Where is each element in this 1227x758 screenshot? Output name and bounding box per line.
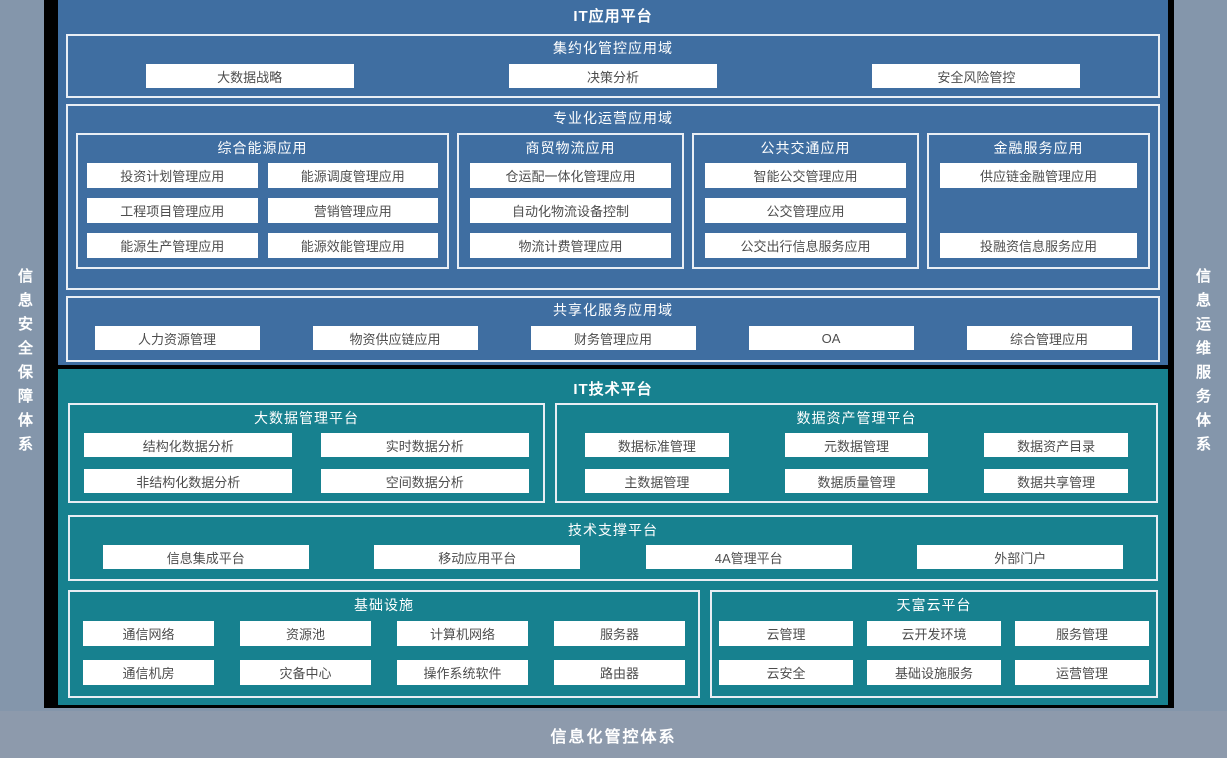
domain-groups: 综合能源应用 投资计划管理应用 能源调度管理应用 工程项目管理应用 营销管理应用… bbox=[68, 130, 1158, 269]
domain-items: 人力资源管理 物资供应链应用 财务管理应用 OA 综合管理应用 bbox=[68, 326, 1158, 350]
tech-block: 路由器 bbox=[553, 660, 686, 685]
group-items: 云管理 云开发环境 服务管理 云安全 基础设施服务 运营管理 bbox=[712, 618, 1156, 685]
governance-system-label: 信息化管控体系 bbox=[550, 728, 677, 746]
app-block: 物流计费管理应用 bbox=[470, 233, 671, 258]
tech-block: 基础设施服务 bbox=[867, 660, 1001, 685]
domain-intensive-control: 集约化管控应用域 大数据战略 决策分析 安全风险管控 bbox=[66, 34, 1160, 98]
group-data-asset-platform: 数据资产管理平台 数据标准管理 元数据管理 数据资产目录 主数据管理 数据质量管… bbox=[555, 403, 1158, 503]
tech-block: 云开发环境 bbox=[867, 621, 1001, 646]
data-platform-row: 大数据管理平台 结构化数据分析 实时数据分析 非结构化数据分析 空间数据分析 数… bbox=[68, 403, 1158, 503]
group-title: 天富云平台 bbox=[896, 597, 972, 613]
app-block: 仓运配一体化管理应用 bbox=[470, 163, 671, 188]
group-items: 投资计划管理应用 能源调度管理应用 工程项目管理应用 营销管理应用 能源生产管理… bbox=[78, 161, 447, 258]
tech-block: 数据标准管理 bbox=[584, 433, 729, 457]
spacer bbox=[940, 198, 1137, 223]
group-title: 商贸物流应用 bbox=[525, 140, 616, 156]
group-cloud-platform: 天富云平台 云管理 云开发环境 服务管理 云安全 基础设施服务 运营管理 bbox=[710, 590, 1158, 698]
app-platform-title: IT应用平台 bbox=[573, 8, 653, 25]
operations-system-label: 信息运维服务体系 bbox=[1194, 268, 1211, 460]
group-tech-support-platform: 技术支撑平台 信息集成平台 移动应用平台 4A管理平台 外部门户 bbox=[68, 515, 1158, 581]
tech-block: 服务管理 bbox=[1015, 621, 1149, 646]
tech-block: 云安全 bbox=[719, 660, 853, 685]
app-block: 智能公交管理应用 bbox=[705, 163, 906, 188]
domain-items: 大数据战略 决策分析 安全风险管控 bbox=[68, 64, 1158, 88]
tech-block: 计算机网络 bbox=[396, 621, 529, 646]
group-items: 数据标准管理 元数据管理 数据资产目录 主数据管理 数据质量管理 数据共享管理 bbox=[557, 431, 1156, 493]
group-financial-services: 金融服务应用 供应链金融管理应用 投融资信息服务应用 bbox=[927, 133, 1150, 269]
app-block: 投资计划管理应用 bbox=[87, 163, 258, 188]
app-block: 营销管理应用 bbox=[267, 198, 438, 223]
group-title: 公共交通应用 bbox=[760, 140, 851, 156]
group-title: 数据资产管理平台 bbox=[796, 410, 917, 426]
tech-block: 服务器 bbox=[553, 621, 686, 646]
group-title: 金融服务应用 bbox=[993, 140, 1084, 156]
group-items: 仓运配一体化管理应用 自动化物流设备控制 物流计费管理应用 bbox=[459, 161, 682, 258]
tech-block: 信息集成平台 bbox=[102, 545, 309, 569]
app-block: 人力资源管理 bbox=[94, 326, 260, 350]
group-title: 技术支撑平台 bbox=[568, 522, 658, 538]
app-block: 自动化物流设备控制 bbox=[470, 198, 671, 223]
tech-block: 数据质量管理 bbox=[784, 469, 929, 493]
tech-block: 元数据管理 bbox=[784, 433, 929, 457]
tech-block: 操作系统软件 bbox=[396, 660, 529, 685]
tech-block: 结构化数据分析 bbox=[84, 433, 293, 457]
domain-title: 集约化管控应用域 bbox=[553, 40, 673, 56]
tech-block: 4A管理平台 bbox=[645, 545, 852, 569]
group-title: 综合能源应用 bbox=[217, 140, 308, 156]
group-trade-logistics: 商贸物流应用 仓运配一体化管理应用 自动化物流设备控制 物流计费管理应用 bbox=[457, 133, 684, 269]
tech-block: 运营管理 bbox=[1015, 660, 1149, 685]
tech-block: 主数据管理 bbox=[584, 469, 729, 493]
group-infrastructure: 基础设施 通信网络 资源池 计算机网络 服务器 通信机房 灾备中心 操作系统软件… bbox=[68, 590, 700, 698]
group-bigdata-platform: 大数据管理平台 结构化数据分析 实时数据分析 非结构化数据分析 空间数据分析 bbox=[68, 403, 545, 503]
group-integrated-energy: 综合能源应用 投资计划管理应用 能源调度管理应用 工程项目管理应用 营销管理应用… bbox=[76, 133, 449, 269]
tech-block: 移动应用平台 bbox=[374, 545, 581, 569]
app-block: 供应链金融管理应用 bbox=[940, 163, 1137, 188]
domain-shared-services: 共享化服务应用域 人力资源管理 物资供应链应用 财务管理应用 OA 综合管理应用 bbox=[66, 296, 1160, 362]
domain-professional-operations: 专业化运营应用域 综合能源应用 投资计划管理应用 能源调度管理应用 工程项目管理… bbox=[66, 104, 1160, 290]
app-block: 能源调度管理应用 bbox=[267, 163, 438, 188]
tech-block: 通信机房 bbox=[82, 660, 215, 685]
domain-title: 专业化运营应用域 bbox=[553, 110, 673, 126]
group-title: 基础设施 bbox=[354, 597, 414, 613]
app-block: 决策分析 bbox=[508, 64, 717, 88]
group-items: 结构化数据分析 实时数据分析 非结构化数据分析 空间数据分析 bbox=[70, 431, 543, 493]
tech-block: 实时数据分析 bbox=[320, 433, 529, 457]
tech-block: 灾备中心 bbox=[239, 660, 372, 685]
group-items: 智能公交管理应用 公交管理应用 公交出行信息服务应用 bbox=[694, 161, 917, 258]
domain-title: 共享化服务应用域 bbox=[553, 302, 673, 318]
app-block: 安全风险管控 bbox=[872, 64, 1081, 88]
it-technology-platform: IT技术平台 大数据管理平台 结构化数据分析 实时数据分析 非结构化数据分析 空… bbox=[58, 369, 1168, 705]
tech-block: 云管理 bbox=[719, 621, 853, 646]
group-items: 供应链金融管理应用 投融资信息服务应用 bbox=[929, 161, 1148, 258]
security-system-label: 信息安全保障体系 bbox=[16, 268, 33, 460]
app-block: 公交管理应用 bbox=[705, 198, 906, 223]
architecture-diagram: IT应用平台 集约化管控应用域 大数据战略 决策分析 安全风险管控 专业化运营应… bbox=[44, 0, 1174, 708]
group-public-transport: 公共交通应用 智能公交管理应用 公交管理应用 公交出行信息服务应用 bbox=[692, 133, 919, 269]
tech-block: 数据资产目录 bbox=[984, 433, 1129, 457]
tech-platform-title: IT技术平台 bbox=[573, 381, 653, 398]
tech-block: 空间数据分析 bbox=[320, 469, 529, 493]
app-block: OA bbox=[748, 326, 914, 350]
it-application-platform: IT应用平台 集约化管控应用域 大数据战略 决策分析 安全风险管控 专业化运营应… bbox=[58, 0, 1168, 365]
tech-block: 非结构化数据分析 bbox=[84, 469, 293, 493]
app-block: 公交出行信息服务应用 bbox=[705, 233, 906, 258]
tech-block: 通信网络 bbox=[82, 621, 215, 646]
tech-block: 外部门户 bbox=[917, 545, 1124, 569]
tech-block: 数据共享管理 bbox=[984, 469, 1129, 493]
app-block: 工程项目管理应用 bbox=[87, 198, 258, 223]
app-block: 能源生产管理应用 bbox=[87, 233, 258, 258]
app-block: 大数据战略 bbox=[145, 64, 354, 88]
app-block: 物资供应链应用 bbox=[312, 326, 478, 350]
infrastructure-row: 基础设施 通信网络 资源池 计算机网络 服务器 通信机房 灾备中心 操作系统软件… bbox=[68, 590, 1158, 698]
group-items: 通信网络 资源池 计算机网络 服务器 通信机房 灾备中心 操作系统软件 路由器 bbox=[70, 618, 698, 685]
group-title: 大数据管理平台 bbox=[254, 410, 359, 426]
governance-system-bar: 信息化管控体系 bbox=[0, 711, 1227, 758]
group-items: 信息集成平台 移动应用平台 4A管理平台 外部门户 bbox=[70, 545, 1156, 569]
app-block: 综合管理应用 bbox=[966, 326, 1132, 350]
app-block: 财务管理应用 bbox=[530, 326, 696, 350]
app-block: 能源效能管理应用 bbox=[267, 233, 438, 258]
app-block: 投融资信息服务应用 bbox=[940, 233, 1137, 258]
tech-block: 资源池 bbox=[239, 621, 372, 646]
